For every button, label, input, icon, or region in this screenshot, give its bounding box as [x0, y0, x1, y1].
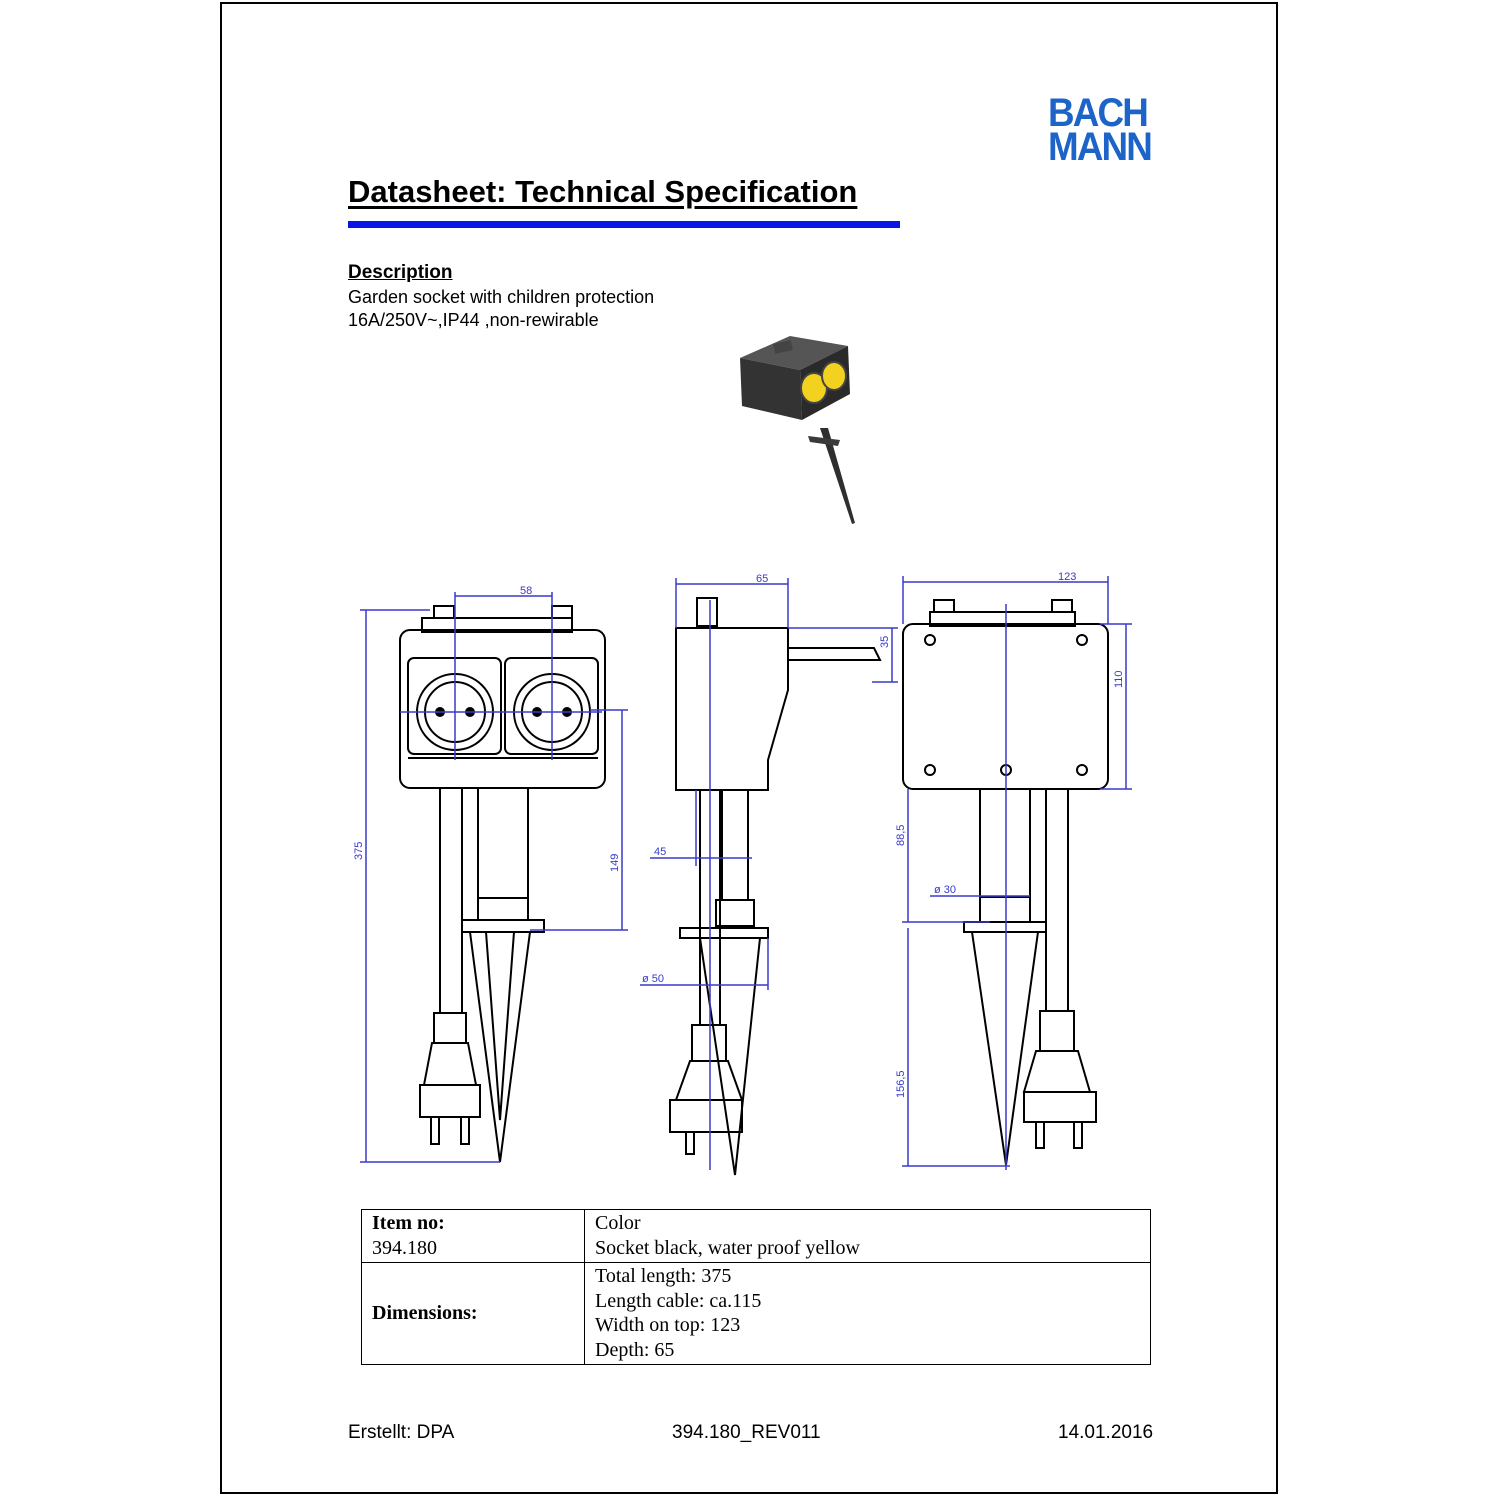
dimension-total-length: Total length: 375: [595, 1265, 732, 1287]
page-frame: [220, 2, 1278, 1494]
dimension-cable-length: Length cable: ca.115: [595, 1289, 762, 1312]
dimensions-cell: Total length: 375 Length cable: ca.115 W…: [584, 1262, 1151, 1365]
side-plug-pin: [685, 1131, 695, 1155]
side-view: [669, 597, 882, 1176]
back-plug-pin-left: [1035, 1121, 1045, 1149]
dimensions-label: Dimensions:: [361, 1262, 585, 1365]
side-housing: [675, 627, 789, 791]
color-value: Socket black, water proof yellow: [595, 1236, 860, 1259]
front-cable: [439, 787, 463, 1014]
back-stem-rings: [979, 896, 1031, 923]
spec-row-dimensions: Dimensions: Total length: 375 Length cab…: [361, 1262, 1151, 1365]
dim-side-cover: 35: [879, 636, 891, 648]
photo-handle: [773, 340, 793, 354]
front-spike: [469, 931, 531, 1163]
back-stem: [979, 788, 1031, 898]
front-plug-pin-right: [460, 1116, 470, 1145]
footer-document-id: 394.180_REV011: [672, 1422, 821, 1443]
back-screw-3: [924, 764, 936, 776]
side-plug-body: [669, 1099, 743, 1133]
photo-housing-top: [740, 336, 848, 370]
color-cell: Color Socket black, water proof yellow: [584, 1209, 1151, 1263]
front-spike-plate: [461, 919, 545, 933]
page-title: Datasheet: Technical Specification: [348, 174, 858, 209]
color-label: Color: [595, 1212, 641, 1234]
back-spike: [971, 931, 1039, 1166]
item-value: 394.180: [372, 1236, 437, 1259]
back-spike-plate: [963, 921, 1047, 933]
side-spike-plate: [679, 927, 769, 939]
bachmann-logo: BACH MANN: [1048, 91, 1153, 169]
logo-line-1: BACH: [1048, 91, 1149, 135]
back-cable: [1045, 788, 1069, 1012]
front-plug-grip: [433, 1012, 467, 1044]
dim-side-cable: 45: [654, 846, 666, 858]
dimension-depth: Depth: 65: [595, 1338, 675, 1361]
dim-back-stem-diameter: ø 30: [934, 884, 956, 896]
front-lid-tab-right: [551, 605, 573, 619]
front-stem: [477, 787, 529, 899]
dim-front-total-height: 375: [353, 842, 365, 860]
technical-drawing: 58 375 149 65 35 45 ø 50 123 110 88,5 ø …: [353, 571, 1132, 1176]
front-plug-body: [419, 1084, 481, 1118]
dim-front-width: 58: [520, 585, 532, 597]
dim-front-socket-plate: 149: [609, 854, 621, 872]
item-cell: Item no: 394.180: [361, 1209, 585, 1263]
back-screw-2: [1076, 634, 1088, 646]
dim-back-box-height: 110: [1113, 670, 1125, 688]
front-stem-rings: [477, 897, 529, 921]
dim-back-width: 123: [1058, 571, 1076, 583]
side-plug-neck: [674, 1060, 744, 1101]
front-lid: [421, 617, 573, 633]
spec-row-item: Item no: 394.180 Color Socket black, wat…: [361, 1209, 1151, 1263]
side-handle: [696, 597, 718, 627]
front-plug-neck: [422, 1042, 478, 1086]
description-heading: Description: [348, 262, 453, 283]
footer-date: 14.01.2016: [1058, 1422, 1154, 1443]
back-screw-1: [924, 634, 936, 646]
dim-back-spike-length: 156,5: [895, 1070, 907, 1098]
dimension-labels: 58 375 149 65 35 45 ø 50 123 110 88,5 ø …: [353, 571, 1125, 1098]
description-line-2: 16A/250V~,IP44 ,non-rewirable: [348, 310, 599, 330]
item-label: Item no:: [372, 1212, 445, 1234]
dim-back-stem-length: 88,5: [895, 825, 907, 846]
specification-table: Item no: 394.180 Color Socket black, wat…: [361, 1209, 1151, 1365]
footer-author: Erstellt: DPA: [348, 1422, 455, 1443]
back-plug-neck: [1022, 1050, 1092, 1093]
side-plug-grip: [691, 1024, 727, 1062]
logo-line-2: MANN: [1048, 125, 1153, 169]
back-lid-tab-right: [1051, 599, 1073, 613]
back-lid: [929, 611, 1076, 627]
front-view: [399, 605, 606, 1163]
title-underline-bar: [348, 221, 900, 228]
back-lid-tab-left: [933, 599, 955, 613]
dimension-width-top: Width on top: 123: [595, 1314, 741, 1336]
back-plug-body: [1023, 1091, 1097, 1123]
dimension-lines: [360, 576, 1132, 1170]
photo-cover-right: [821, 361, 847, 391]
side-stem: [721, 789, 749, 901]
back-plug-grip: [1039, 1010, 1075, 1052]
front-housing: [399, 629, 606, 789]
front-spike-inner: [485, 931, 515, 1121]
dim-side-spike-diameter: ø 50: [642, 973, 664, 985]
front-plug-pin-left: [430, 1116, 440, 1145]
description-line-1: Garden socket with children protection: [348, 287, 655, 307]
side-cover-flap: [787, 647, 882, 661]
photo-housing-left: [740, 358, 802, 420]
photo-spike: [820, 428, 855, 524]
photo-spike-plate: [808, 436, 840, 446]
back-screw-5: [1076, 764, 1088, 776]
back-plug-pin-right: [1073, 1121, 1083, 1149]
product-photo: [740, 336, 855, 524]
dim-side-depth: 65: [756, 573, 768, 585]
front-lid-tab-left: [433, 605, 455, 619]
side-spike: [699, 937, 761, 1176]
side-stem-rings: [715, 899, 755, 927]
